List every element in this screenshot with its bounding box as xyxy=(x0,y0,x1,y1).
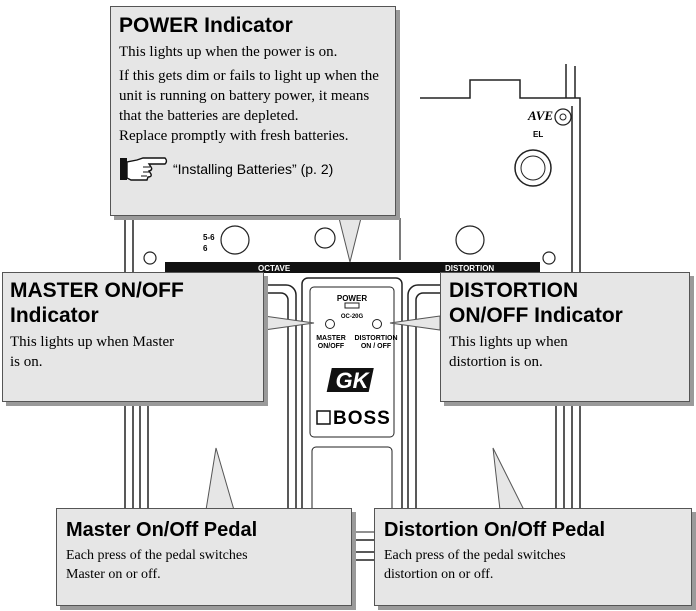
power-line-4: that the batteries are depleted. xyxy=(119,108,299,124)
master-pedal-line-1: Each press of the pedal switches xyxy=(66,548,248,563)
master-panel-label-1: MASTER xyxy=(316,335,346,342)
power-line-2: If this gets dim or fails to light up wh… xyxy=(119,68,379,84)
power-line-5: Replace promptly with fresh batteries. xyxy=(119,128,349,144)
master-indicator-callout: MASTER ON/OFF Indicator This lights up w… xyxy=(2,272,264,402)
power-led xyxy=(344,302,360,309)
top-right-fragment: AVE xyxy=(527,108,553,123)
callout-leaders xyxy=(205,213,525,511)
boss-logo-mark xyxy=(316,410,331,425)
distortion-pedal-callout: Distortion On/Off Pedal Each press of th… xyxy=(374,508,692,606)
distortion-pedal-title: Distortion On/Off Pedal xyxy=(384,519,606,541)
pointing-hand-icon xyxy=(119,154,169,184)
distortion-pedal-line-1: Each press of the pedal switches xyxy=(384,548,566,563)
master-pedal-callout: Master On/Off Pedal Each press of the pe… xyxy=(56,508,352,606)
installing-batteries-link[interactable]: “Installing Batteries” (p. 2) xyxy=(173,161,334,177)
distortion-indicator-title-1: DISTORTION xyxy=(449,279,579,302)
power-line-3: unit is running on battery power, it mea… xyxy=(119,88,370,104)
distortion-led xyxy=(372,319,382,329)
distortion-indicator-callout: DISTORTION ON/OFF Indicator This lights … xyxy=(440,272,690,402)
distortion-panel-label-1: DISTORTION xyxy=(354,335,397,342)
power-label: POWER xyxy=(337,294,367,303)
section-strip xyxy=(165,262,540,273)
octave-level-knob: AVE EL xyxy=(514,108,572,187)
master-indicator-line-2: is on. xyxy=(10,354,43,370)
distortion-panel-label-2: ON / OFF xyxy=(361,343,392,350)
gk-logo-bg xyxy=(326,368,374,392)
power-line-1: This lights up when the power is on. xyxy=(119,44,338,60)
power-reference: “Installing Batteries” (p. 2) xyxy=(119,154,387,184)
scale-label-b: 6 xyxy=(203,244,208,253)
level-fragment: EL xyxy=(533,130,543,139)
adapter-label: OC-20G xyxy=(341,314,364,320)
master-panel-label-2: ON/OFF xyxy=(318,343,345,350)
distortion-indicator-line-1: This lights up when xyxy=(449,334,568,350)
scale-label-a: 5-6 xyxy=(203,233,215,242)
power-indicator-title: POWER Indicator xyxy=(119,14,293,37)
distortion-pedal-line-2: distortion on or off. xyxy=(384,567,494,582)
boss-logo: BOSS xyxy=(333,408,391,429)
distortion-indicator-line-2: distortion is on. xyxy=(449,354,543,370)
gk-logo: GK xyxy=(336,368,371,393)
screw-right xyxy=(542,251,556,265)
center-panel: POWER OC-20G MASTER ON/OFF DISTORTION ON… xyxy=(301,277,403,541)
master-indicator-line-1: This lights up when Master xyxy=(10,334,175,350)
master-pedal-title: Master On/Off Pedal xyxy=(66,519,258,541)
master-pedal-line-2: Master on or off. xyxy=(66,567,161,582)
master-led xyxy=(325,319,335,329)
power-indicator-callout: POWER Indicator This lights up when the … xyxy=(110,6,396,216)
distortion-indicator-title-2: ON/OFF Indicator xyxy=(449,304,623,327)
master-indicator-title-2: Indicator xyxy=(10,304,99,327)
knob-row xyxy=(220,218,485,260)
section-distortion-label: DISTORTION xyxy=(445,264,494,273)
master-indicator-title-1: MASTER ON/OFF xyxy=(10,279,184,302)
section-octave-label: OCTAVE xyxy=(258,264,291,273)
screw-left xyxy=(143,251,157,265)
